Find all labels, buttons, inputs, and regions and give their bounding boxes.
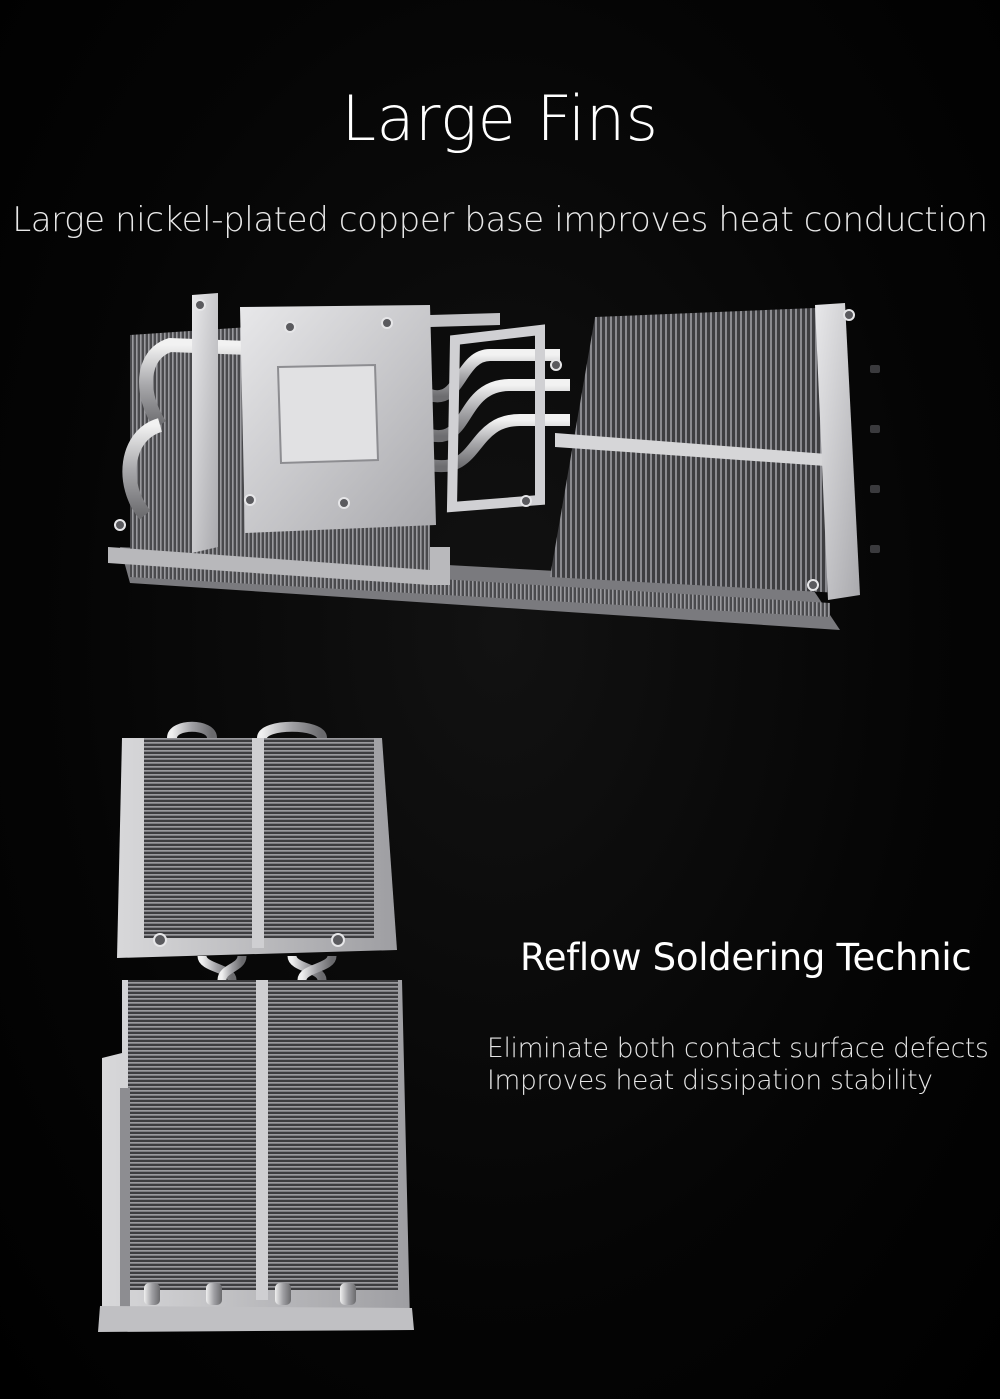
feature-title: Reflow Soldering Technic — [520, 936, 972, 979]
heatsink-front-image — [108, 293, 880, 630]
page-title: Large Fins — [341, 82, 659, 155]
heatsink-side-image — [98, 721, 414, 1332]
feature-line: Improves heat dissipation stability — [487, 1065, 933, 1096]
feature-description: Eliminate both contact surface defects I… — [487, 1033, 992, 1097]
page-subtitle: Large nickel-plated copper base improves… — [12, 200, 988, 240]
feature-line: Eliminate both contact surface defects — [487, 1033, 989, 1064]
